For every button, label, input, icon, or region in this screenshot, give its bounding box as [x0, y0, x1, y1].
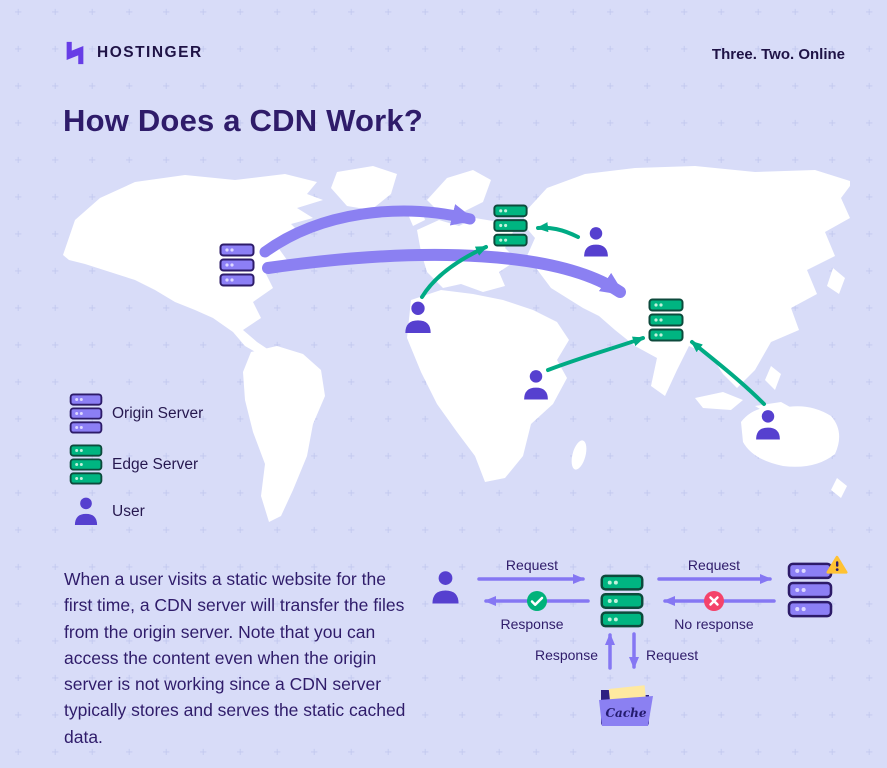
check-icon — [527, 591, 547, 611]
continent-asia — [523, 166, 850, 396]
label-response-edge-user: Response — [500, 616, 564, 632]
map-user-africa-icon — [402, 299, 434, 335]
hostinger-logo: HOSTINGER — [62, 40, 203, 66]
cache-folder-label: Cache — [606, 706, 647, 720]
region-madagascar — [571, 440, 587, 470]
legend-edge-server-icon — [68, 444, 104, 485]
warning-icon — [826, 555, 848, 574]
cache-folder-icon: Cache — [599, 685, 653, 726]
legend-origin-server-icon — [68, 393, 104, 434]
continent-greenland — [331, 166, 397, 210]
label-request-edge-origin: Request — [687, 557, 741, 573]
flow-edge-server-icon — [599, 574, 645, 628]
label-no-response: No response — [674, 616, 754, 632]
cross-icon — [704, 591, 724, 611]
continent-africa — [407, 290, 569, 482]
page-title: How Does a CDN Work? — [63, 103, 423, 138]
legend-edge-server-label: Edge Server — [112, 456, 199, 473]
region-philippines — [765, 366, 781, 390]
region-new-zealand — [831, 478, 847, 498]
world-map — [63, 166, 850, 522]
region-indonesia-west — [695, 392, 743, 410]
brand-name: HOSTINGER — [97, 44, 203, 61]
map-origin-server-icon — [218, 243, 256, 287]
flow-user-icon — [429, 568, 462, 606]
map-user-europe-icon — [581, 224, 611, 259]
hostinger-logo-icon — [66, 41, 84, 65]
region-japan — [827, 268, 845, 294]
legend-user-label: User — [112, 503, 145, 520]
label-response-cache-edge: Response — [534, 647, 598, 663]
label-request-user-edge: Request — [505, 557, 559, 573]
map-user-australia-icon — [753, 407, 783, 442]
description-text: When a user visits a static website for … — [64, 569, 406, 747]
map-edge-server-asia-icon — [647, 298, 685, 342]
brand-tagline: Three. Two. Online — [711, 46, 845, 63]
map-user-eastafrica-icon — [521, 367, 551, 402]
legend-origin-server-label: Origin Server — [112, 405, 204, 422]
continent-north-america — [63, 174, 323, 354]
legend-user-icon — [72, 495, 100, 527]
region-uk — [407, 206, 425, 226]
label-request-edge-cache: Request — [646, 647, 699, 663]
region-scandinavia — [427, 170, 491, 216]
map-edge-server-europe-icon — [492, 204, 529, 247]
continent-south-america — [243, 346, 325, 522]
